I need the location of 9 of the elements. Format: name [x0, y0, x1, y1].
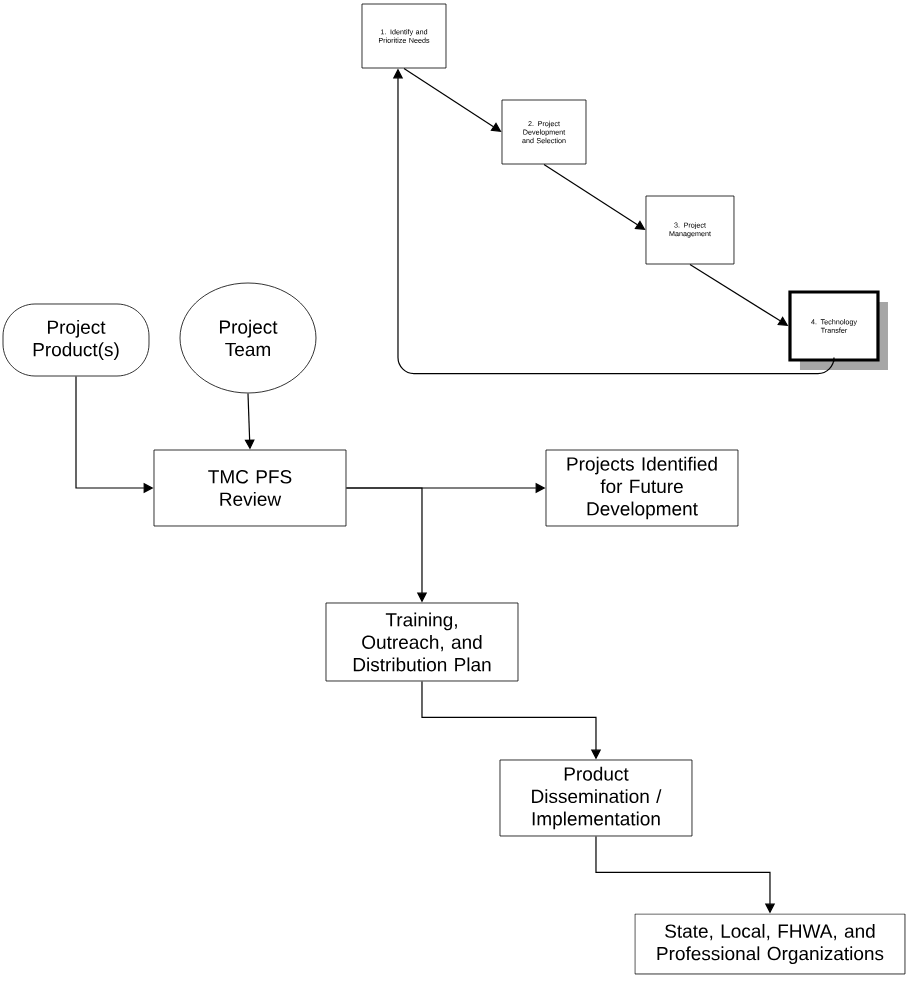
- process-box: TMC PFS Review: [153, 449, 347, 527]
- process-box: Training, Outreach, and Distribution Plan: [325, 602, 519, 682]
- process-box: Product Dissemination / Implementation: [499, 759, 693, 837]
- arrow: [403, 67, 502, 132]
- process-box: Projects Identified for Future Development: [545, 449, 739, 527]
- process-box: State, Local, FHWA, and Professional Organizations: [634, 913, 906, 975]
- arrow: [543, 163, 646, 230]
- oval-node: Project Team: [179, 282, 317, 394]
- rounded-box: Project Product(s): [2, 303, 150, 377]
